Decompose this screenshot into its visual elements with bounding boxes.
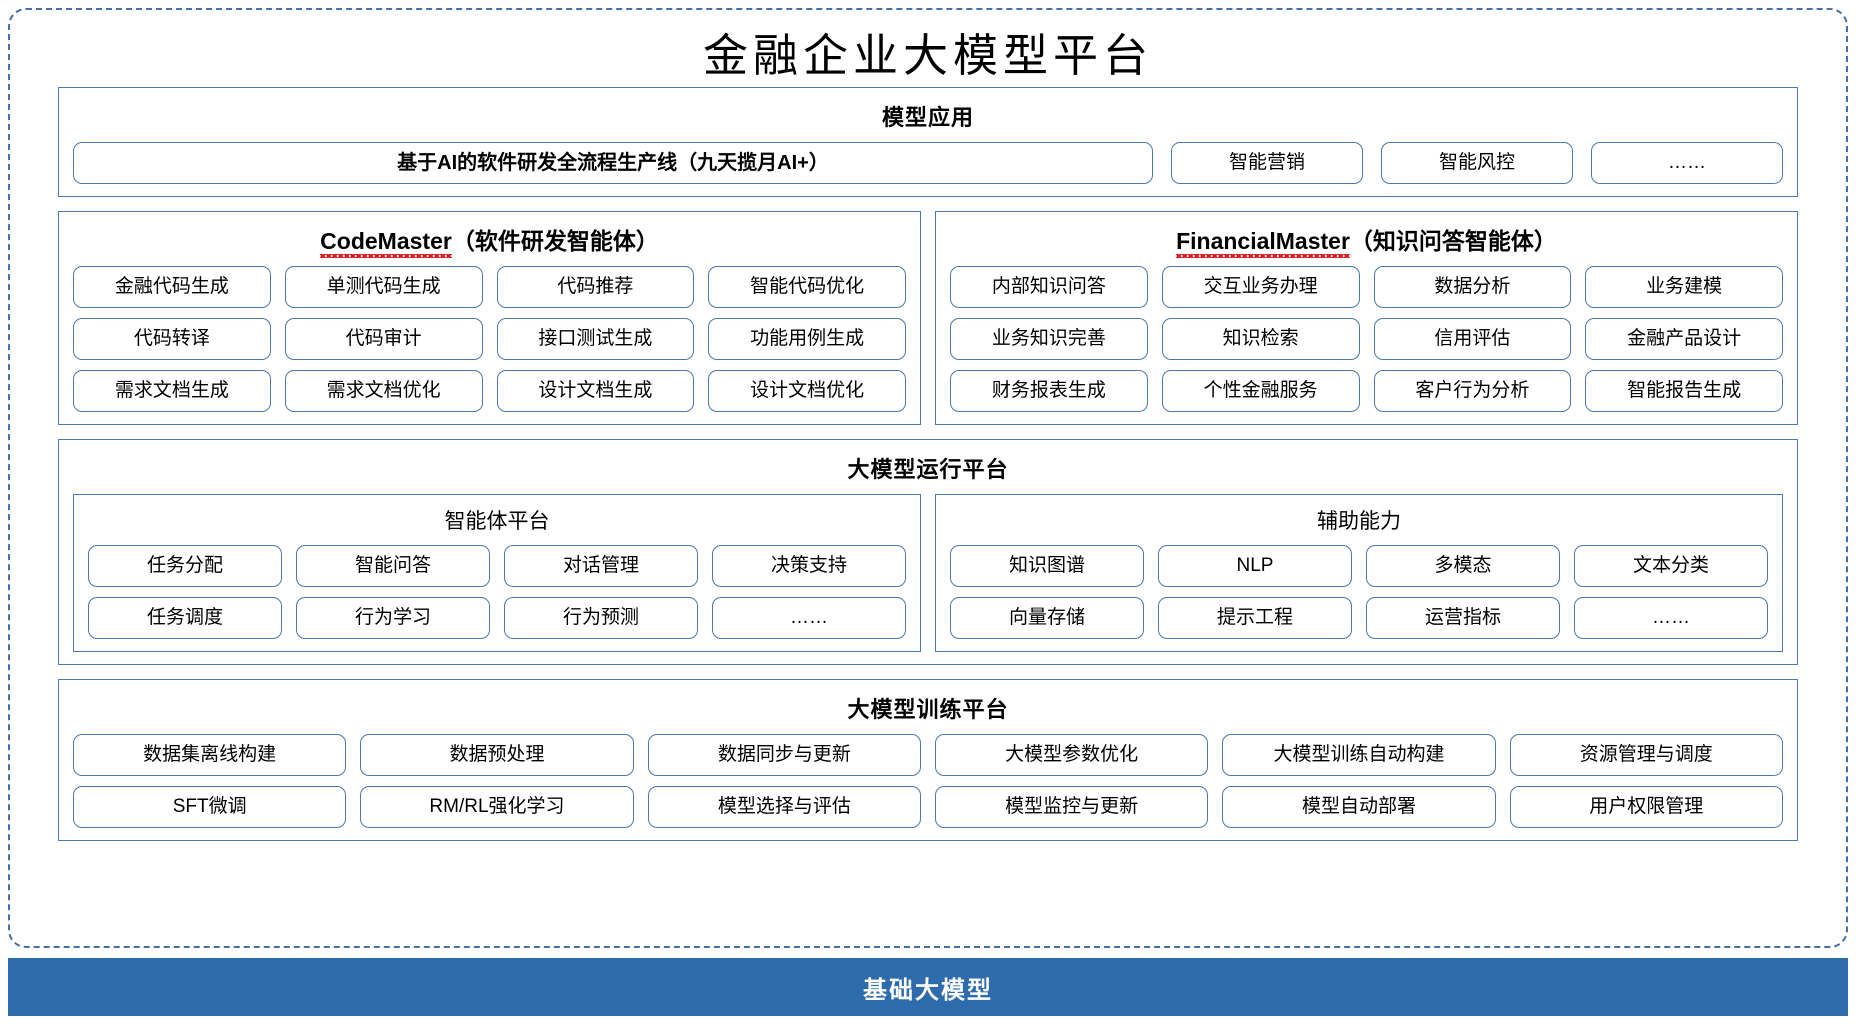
chip-task-allocation[interactable]: 任务分配: [88, 545, 282, 588]
chip-customer-behavior-analysis[interactable]: 客户行为分析: [1373, 370, 1572, 413]
runtime-panel-auxiliary-title: 辅助能力: [1317, 510, 1401, 534]
chip-training-auto-build[interactable]: 大模型训练自动构建: [1222, 734, 1496, 777]
chip-application-more[interactable]: ……: [1591, 142, 1783, 185]
chip-credit-evaluation[interactable]: 信用评估: [1373, 318, 1572, 361]
agent-financialmaster-name-cn: （知识问答智能体）: [1349, 228, 1557, 255]
agent-codemaster-title: CodeMaster（软件研发智能体）: [73, 222, 906, 259]
chip-sft-finetune[interactable]: SFT微调: [73, 786, 347, 829]
agent-financialmaster: FinancialMaster（知识问答智能体） 内部知识问答 交互业务办理 数…: [935, 211, 1798, 426]
chip-business-modeling[interactable]: 业务建模: [1585, 266, 1783, 309]
chip-knowledge-retrieval[interactable]: 知识检索: [1161, 318, 1360, 361]
chip-task-scheduling[interactable]: 任务调度: [88, 597, 282, 640]
chip-knowledge-graph[interactable]: 知识图谱: [950, 545, 1144, 588]
foundation-model-label: 基础大模型: [863, 976, 993, 1004]
chip-multimodal[interactable]: 多模态: [1366, 545, 1560, 588]
chip-text-classification[interactable]: 文本分类: [1574, 545, 1768, 588]
chip-personalized-finance-service[interactable]: 个性金融服务: [1161, 370, 1360, 413]
chip-feature-case-gen[interactable]: 功能用例生成: [708, 318, 906, 361]
chip-internal-knowledge-qa[interactable]: 内部知识问答: [950, 266, 1148, 309]
codemaster-row-2: 代码转译 代码审计 接口测试生成 功能用例生成: [73, 318, 906, 361]
platform-frame: 金融企业大模型平台 模型应用 基于AI的软件研发全流程生产线（九天揽月AI+） …: [8, 8, 1848, 948]
chip-smart-qa[interactable]: 智能问答: [296, 545, 490, 588]
training-layer: 大模型训练平台 数据集离线构建 数据预处理 数据同步与更新 大模型参数优化 大模…: [58, 679, 1798, 842]
chip-prompt-engineering[interactable]: 提示工程: [1158, 597, 1352, 640]
chip-business-knowledge-improve[interactable]: 业务知识完善: [950, 318, 1148, 361]
chip-dialogue-management[interactable]: 对话管理: [504, 545, 698, 588]
chip-ai-pipeline[interactable]: 基于AI的软件研发全流程生产线（九天揽月AI+）: [73, 142, 1153, 185]
chip-operation-metrics[interactable]: 运营指标: [1366, 597, 1560, 640]
chip-model-selection-eval[interactable]: 模型选择与评估: [647, 786, 921, 829]
chip-interactive-business[interactable]: 交互业务办理: [1161, 266, 1360, 309]
financialmaster-row-2: 业务知识完善 知识检索 信用评估 金融产品设计: [950, 318, 1783, 361]
financialmaster-row-1: 内部知识问答 交互业务办理 数据分析 业务建模: [950, 266, 1783, 309]
chip-decision-support[interactable]: 决策支持: [712, 545, 906, 588]
training-row-2: SFT微调 RM/RL强化学习 模型选择与评估 模型监控与更新 模型自动部署 用…: [73, 786, 1783, 829]
chip-design-doc-optimize[interactable]: 设计文档优化: [708, 370, 906, 413]
chip-api-test-gen[interactable]: 接口测试生成: [496, 318, 695, 361]
chip-requirement-doc-optimize[interactable]: 需求文档优化: [284, 370, 483, 413]
financialmaster-row-3: 财务报表生成 个性金融服务 客户行为分析 智能报告生成: [950, 370, 1783, 413]
chip-auxiliary-more[interactable]: ……: [1574, 597, 1768, 640]
agent-platform-row-1: 任务分配 智能问答 对话管理 决策支持: [88, 545, 906, 588]
auxiliary-row-2: 向量存储 提示工程 运营指标 ……: [950, 597, 1768, 640]
training-row-1: 数据集离线构建 数据预处理 数据同步与更新 大模型参数优化 大模型训练自动构建 …: [73, 734, 1783, 777]
chip-finance-code-gen[interactable]: 金融代码生成: [73, 266, 271, 309]
chip-smart-code-optimize[interactable]: 智能代码优化: [708, 266, 906, 309]
auxiliary-row-1: 知识图谱 NLP 多模态 文本分类: [950, 545, 1768, 588]
training-layer-title: 大模型训练平台: [847, 697, 1009, 723]
page-title: 金融企业大模型平台: [702, 29, 1153, 82]
chip-financial-report-gen[interactable]: 财务报表生成: [950, 370, 1148, 413]
chip-financial-product-design[interactable]: 金融产品设计: [1585, 318, 1783, 361]
chip-rm-rl-learning[interactable]: RM/RL强化学习: [360, 786, 634, 829]
agent-platform-row-2: 任务调度 行为学习 行为预测 ……: [88, 597, 906, 640]
codemaster-row-3: 需求文档生成 需求文档优化 设计文档生成 设计文档优化: [73, 370, 906, 413]
chip-code-recommend[interactable]: 代码推荐: [496, 266, 695, 309]
application-layer: 模型应用 基于AI的软件研发全流程生产线（九天揽月AI+） 智能营销 智能风控 …: [58, 87, 1798, 198]
chip-user-permission-management[interactable]: 用户权限管理: [1509, 786, 1783, 829]
chip-code-audit[interactable]: 代码审计: [284, 318, 483, 361]
agent-codemaster: CodeMaster（软件研发智能体） 金融代码生成 单测代码生成 代码推荐 智…: [58, 211, 921, 426]
chip-data-preprocessing[interactable]: 数据预处理: [360, 734, 634, 777]
application-layer-title: 模型应用: [881, 105, 974, 131]
chip-smart-risk-control[interactable]: 智能风控: [1381, 142, 1573, 185]
chip-model-monitor-update[interactable]: 模型监控与更新: [934, 786, 1209, 829]
chip-behavior-prediction[interactable]: 行为预测: [504, 597, 698, 640]
runtime-layer: 大模型运行平台 智能体平台 任务分配 智能问答 对话管理 决策支持 任务调度 行…: [58, 439, 1798, 666]
agent-financialmaster-title: FinancialMaster（知识问答智能体）: [950, 222, 1783, 259]
chip-agent-platform-more[interactable]: ……: [712, 597, 906, 640]
codemaster-row-1: 金融代码生成 单测代码生成 代码推荐 智能代码优化: [73, 266, 906, 309]
agents-layer: CodeMaster（软件研发智能体） 金融代码生成 单测代码生成 代码推荐 智…: [58, 211, 1798, 426]
chip-smart-report-gen[interactable]: 智能报告生成: [1585, 370, 1783, 413]
chip-vector-storage[interactable]: 向量存储: [950, 597, 1144, 640]
chip-dataset-offline-build[interactable]: 数据集离线构建: [73, 734, 347, 777]
chip-behavior-learning[interactable]: 行为学习: [296, 597, 490, 640]
chip-model-param-optimize[interactable]: 大模型参数优化: [934, 734, 1209, 777]
runtime-panel-agent-platform-title: 智能体平台: [444, 510, 550, 534]
application-items-row: 基于AI的软件研发全流程生产线（九天揽月AI+） 智能营销 智能风控 ……: [73, 142, 1783, 185]
chip-data-analysis[interactable]: 数据分析: [1373, 266, 1572, 309]
chip-resource-management[interactable]: 资源管理与调度: [1509, 734, 1783, 777]
agent-codemaster-name-en: CodeMaster: [320, 228, 452, 259]
runtime-layer-title: 大模型运行平台: [847, 457, 1009, 483]
runtime-panel-auxiliary: 辅助能力 知识图谱 NLP 多模态 文本分类 向量存储 提示工程 运营指标 ……: [935, 494, 1783, 653]
agent-codemaster-name-cn: （软件研发智能体）: [451, 228, 659, 255]
chip-unittest-code-gen[interactable]: 单测代码生成: [284, 266, 483, 309]
foundation-model-bar: 基础大模型: [8, 958, 1848, 1016]
runtime-panel-agent-platform: 智能体平台 任务分配 智能问答 对话管理 决策支持 任务调度 行为学习 行为预测…: [73, 494, 921, 653]
chip-design-doc-gen[interactable]: 设计文档生成: [496, 370, 695, 413]
runtime-panels: 智能体平台 任务分配 智能问答 对话管理 决策支持 任务调度 行为学习 行为预测…: [73, 494, 1783, 653]
chip-model-auto-deploy[interactable]: 模型自动部署: [1222, 786, 1496, 829]
agent-financialmaster-name-en: FinancialMaster: [1176, 228, 1350, 259]
chip-data-sync-update[interactable]: 数据同步与更新: [647, 734, 921, 777]
chip-requirement-doc-gen[interactable]: 需求文档生成: [73, 370, 271, 413]
chip-nlp[interactable]: NLP: [1158, 545, 1352, 588]
chip-code-translate[interactable]: 代码转译: [73, 318, 271, 361]
chip-smart-marketing[interactable]: 智能营销: [1171, 142, 1363, 185]
